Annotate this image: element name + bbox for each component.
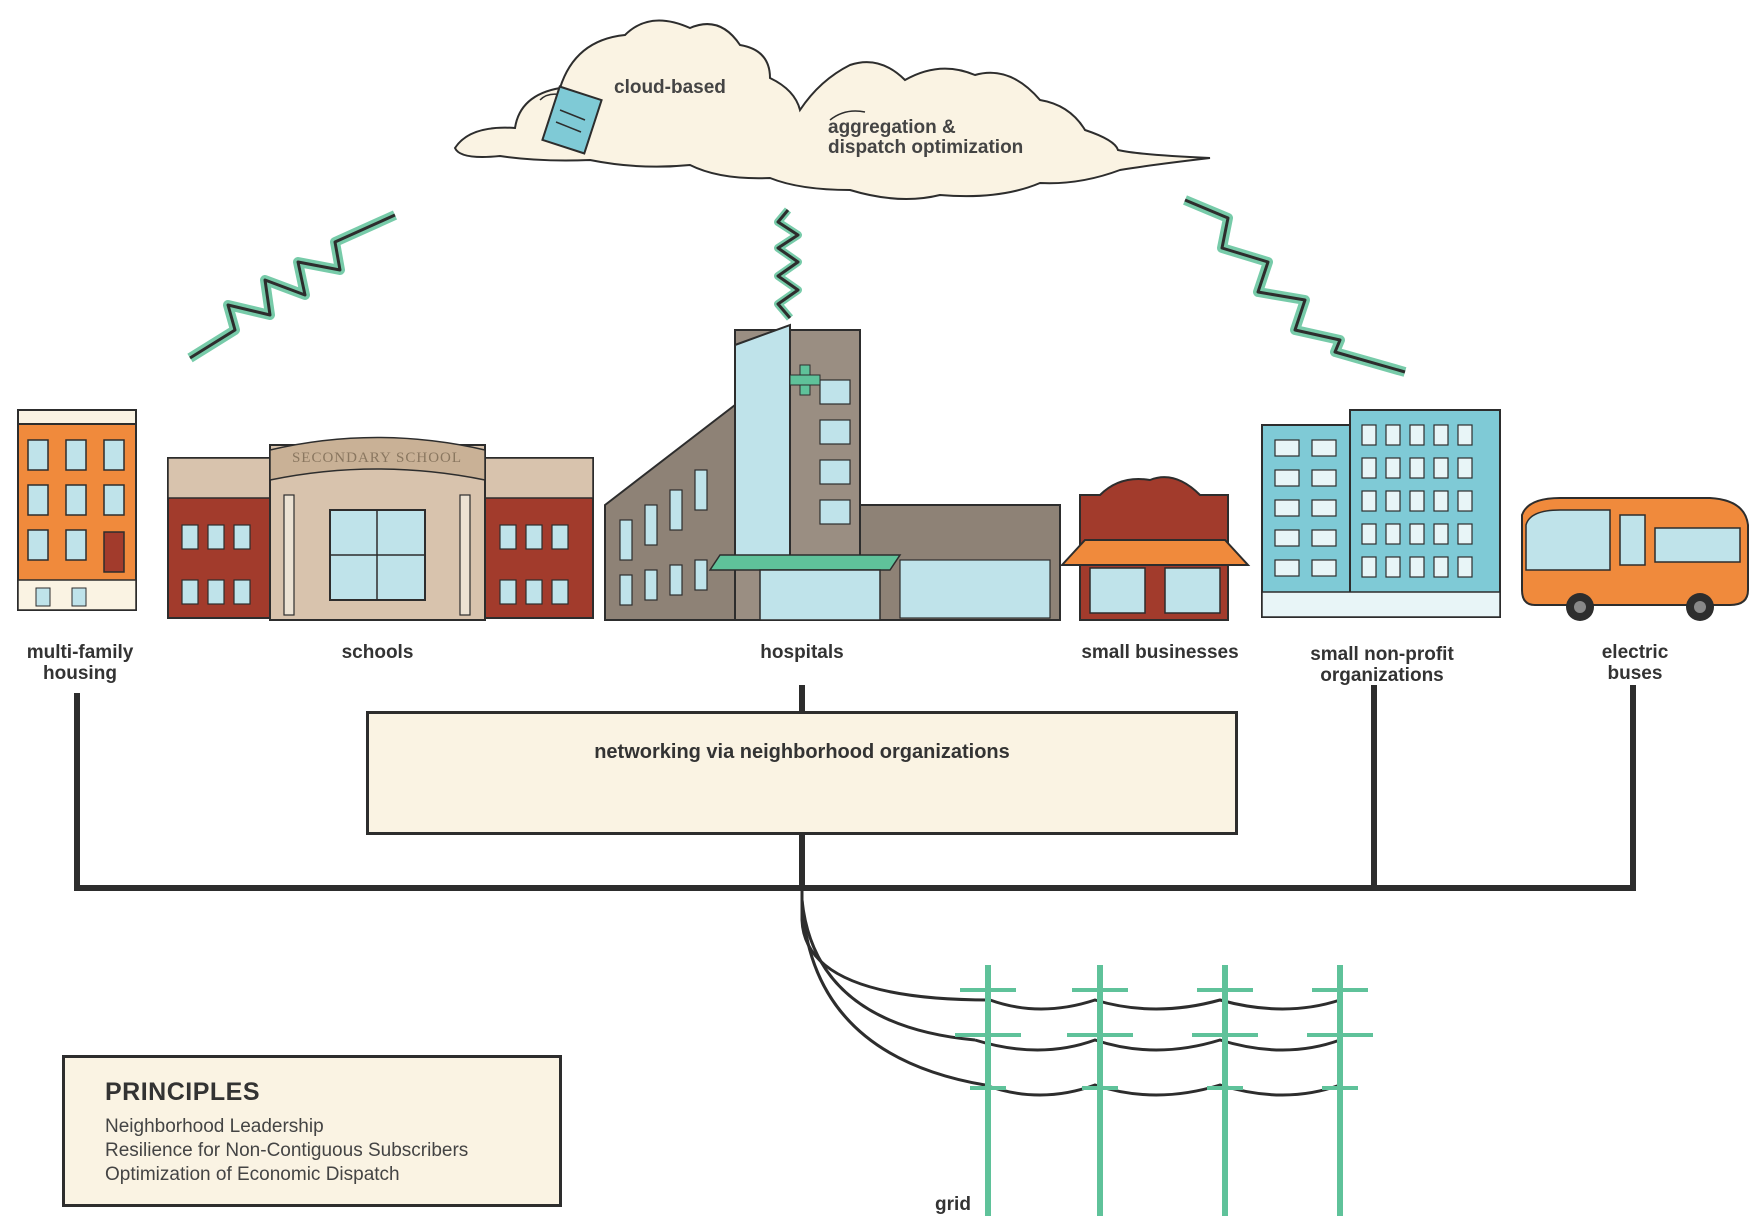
node-label-electric-buses: electric buses	[1601, 642, 1669, 684]
school-building-icon: SECONDARY SCHOOL	[167, 436, 594, 621]
node-label-small-businesses: small businesses	[1081, 642, 1239, 663]
document-icon	[541, 85, 603, 155]
connection-lines	[74, 685, 1636, 891]
networking-box: networking via neighborhood organization…	[366, 711, 1238, 835]
storefront-icon	[1059, 476, 1251, 621]
grid-label: grid	[935, 1194, 971, 1215]
principles-item: Neighborhood Leadership	[105, 1116, 324, 1137]
medical-cross-icon	[789, 364, 821, 396]
principles-item: Resilience for Non-Contiguous Subscriber…	[105, 1140, 469, 1161]
signal-zigzag-center-icon	[774, 207, 802, 321]
electric-bus-icon	[1521, 497, 1749, 621]
cloud-based-label: cloud-based	[614, 77, 726, 98]
aggregation-dispatch-label: aggregation & dispatch optimization	[828, 117, 1024, 158]
principles-box: PRINCIPLES Neighborhood Leadership Resil…	[62, 1055, 562, 1207]
principles-list: Neighborhood Leadership Resilience for N…	[105, 1115, 559, 1187]
networking-box-label: networking via neighborhood organization…	[594, 740, 1010, 763]
office-building-icon	[1261, 409, 1501, 618]
apartment-building-icon	[17, 409, 137, 611]
node-label-schools: schools	[341, 642, 414, 663]
power-pole-icon	[955, 965, 1373, 1216]
signal-zigzag-right-icon	[1183, 195, 1407, 377]
principles-title: PRINCIPLES	[105, 1078, 261, 1106]
hospital-building-icon	[604, 323, 1061, 621]
grid-wires	[800, 888, 1341, 1097]
school-sign: SECONDARY SCHOOL	[292, 450, 462, 466]
node-label-small-non-profit-organizations: small non-profit organizations	[1310, 644, 1454, 686]
node-label-hospitals: hospitals	[760, 642, 844, 663]
principles-item: Optimization of Economic Dispatch	[105, 1164, 400, 1185]
signal-zigzag-left-icon	[187, 210, 398, 363]
node-label-multi-family-housing: multi-family housing	[26, 642, 134, 684]
